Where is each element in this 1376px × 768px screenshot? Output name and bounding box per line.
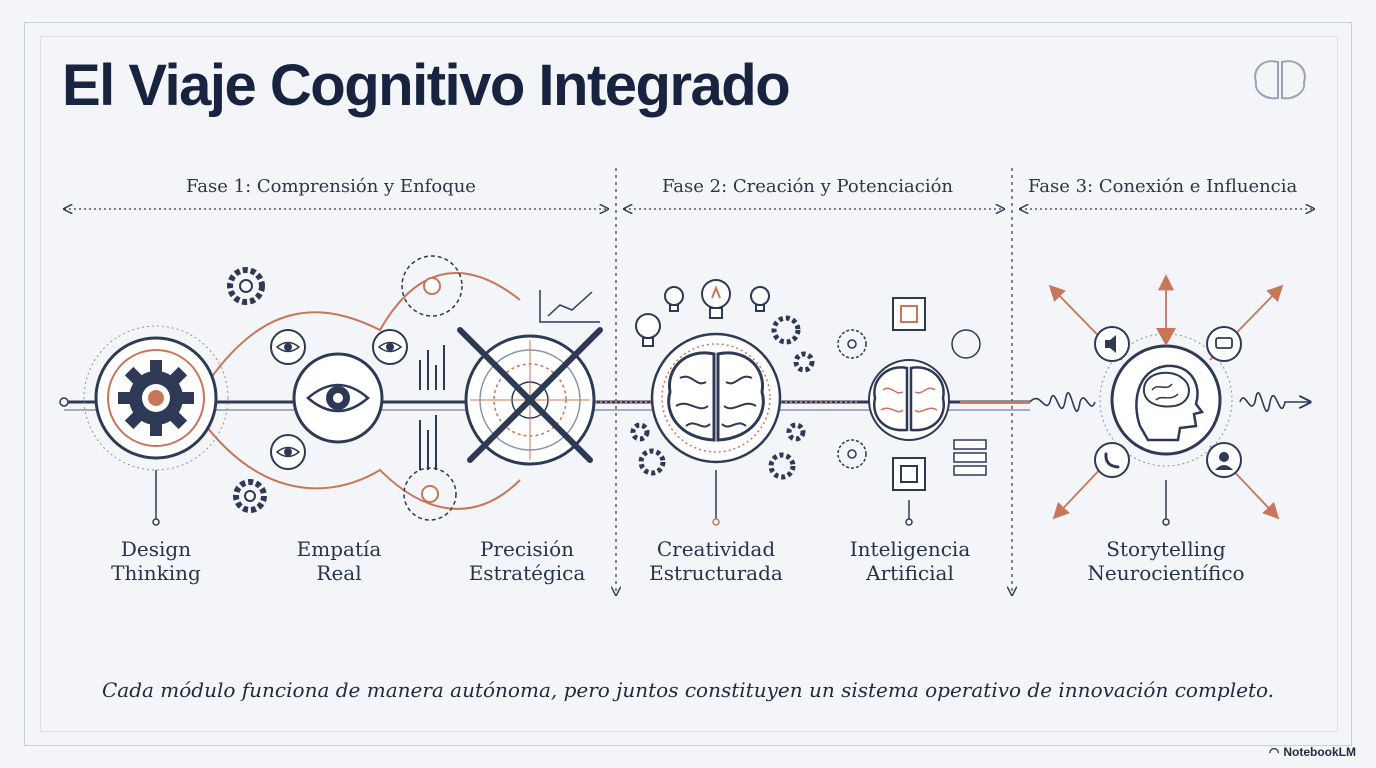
module-label-line2: Artificial — [866, 561, 954, 585]
target-icon — [457, 327, 603, 466]
module-inteligencia-artificial: Inteligencia Artificial — [850, 537, 971, 585]
phase-1-label: Fase 1: Comprensión y Enfoque — [186, 176, 476, 197]
module-empatia-real: Empatía Real — [297, 537, 382, 585]
server-stack-icon — [953, 439, 987, 476]
module-label-line1: Empatía — [296, 537, 382, 561]
module-design-thinking: Design Thinking — [111, 537, 201, 585]
eye-icon — [292, 352, 384, 444]
brand-name: NotebookLM — [1283, 745, 1356, 759]
small-eye-icon — [372, 329, 408, 365]
trend-chart-icon — [539, 290, 600, 323]
network-node-icon — [837, 329, 981, 469]
gears-cluster-icon — [630, 315, 815, 480]
module-label-line2: Estratégica — [468, 561, 586, 585]
module-storytelling-neurocientifico: Storytelling Neurocientífico — [1087, 537, 1244, 585]
brain-icon — [650, 332, 782, 464]
module-label-line2: Thinking — [111, 561, 201, 585]
brain-corner-icon — [1254, 60, 1306, 100]
ai-chip-brain-icon — [868, 359, 950, 441]
chip-icon — [892, 297, 926, 491]
chat-bubble-icon — [1206, 326, 1242, 362]
small-gear-icon — [227, 267, 265, 305]
module-label-line1: Design — [120, 537, 192, 561]
small-eye-icon — [270, 434, 306, 470]
module-precision-estrategica: Precisión Estratégica — [469, 537, 586, 585]
page-title: El Viaje Cognitivo Integrado — [62, 53, 791, 118]
module-label-line2: Real — [316, 561, 362, 585]
phase-2-label: Fase 2: Creación y Potenciación — [662, 176, 954, 197]
compass-icon — [403, 467, 457, 521]
inner-frame — [40, 36, 1338, 732]
compass-icon — [401, 255, 463, 317]
module-label-line1: Precisión — [479, 537, 575, 561]
module-label-line2: Estructurada — [649, 561, 783, 585]
speaker-icon — [1094, 326, 1130, 362]
person-icon — [1206, 442, 1242, 478]
module-label-line1: Creatividad — [656, 537, 776, 561]
module-label-line2: Neurocientífico — [1087, 561, 1245, 585]
small-eye-icon — [270, 329, 306, 365]
phase-dividers — [616, 168, 1012, 595]
module-label-line1: Storytelling — [1106, 537, 1226, 561]
head-brain-icon — [1099, 328, 1233, 467]
label-stems — [152, 470, 1170, 526]
small-gear-icon — [233, 479, 267, 513]
module-creatividad-estructurada: Creatividad Estructurada — [649, 537, 783, 585]
brand-watermark: ◠NotebookLM — [1269, 745, 1356, 759]
notebooklm-logo-icon: ◠ — [1268, 745, 1280, 759]
outer-frame — [24, 22, 1352, 746]
gear-icon — [83, 325, 229, 471]
caption: Cada módulo funciona de manera autónoma,… — [101, 678, 1275, 702]
module-label-line1: Inteligencia — [849, 537, 971, 561]
phase-3-label: Fase 3: Conexión e Influencia — [1028, 176, 1298, 197]
lightbulb-icon — [635, 279, 770, 347]
bar-graph-icon — [419, 345, 445, 470]
phone-icon — [1094, 442, 1130, 478]
